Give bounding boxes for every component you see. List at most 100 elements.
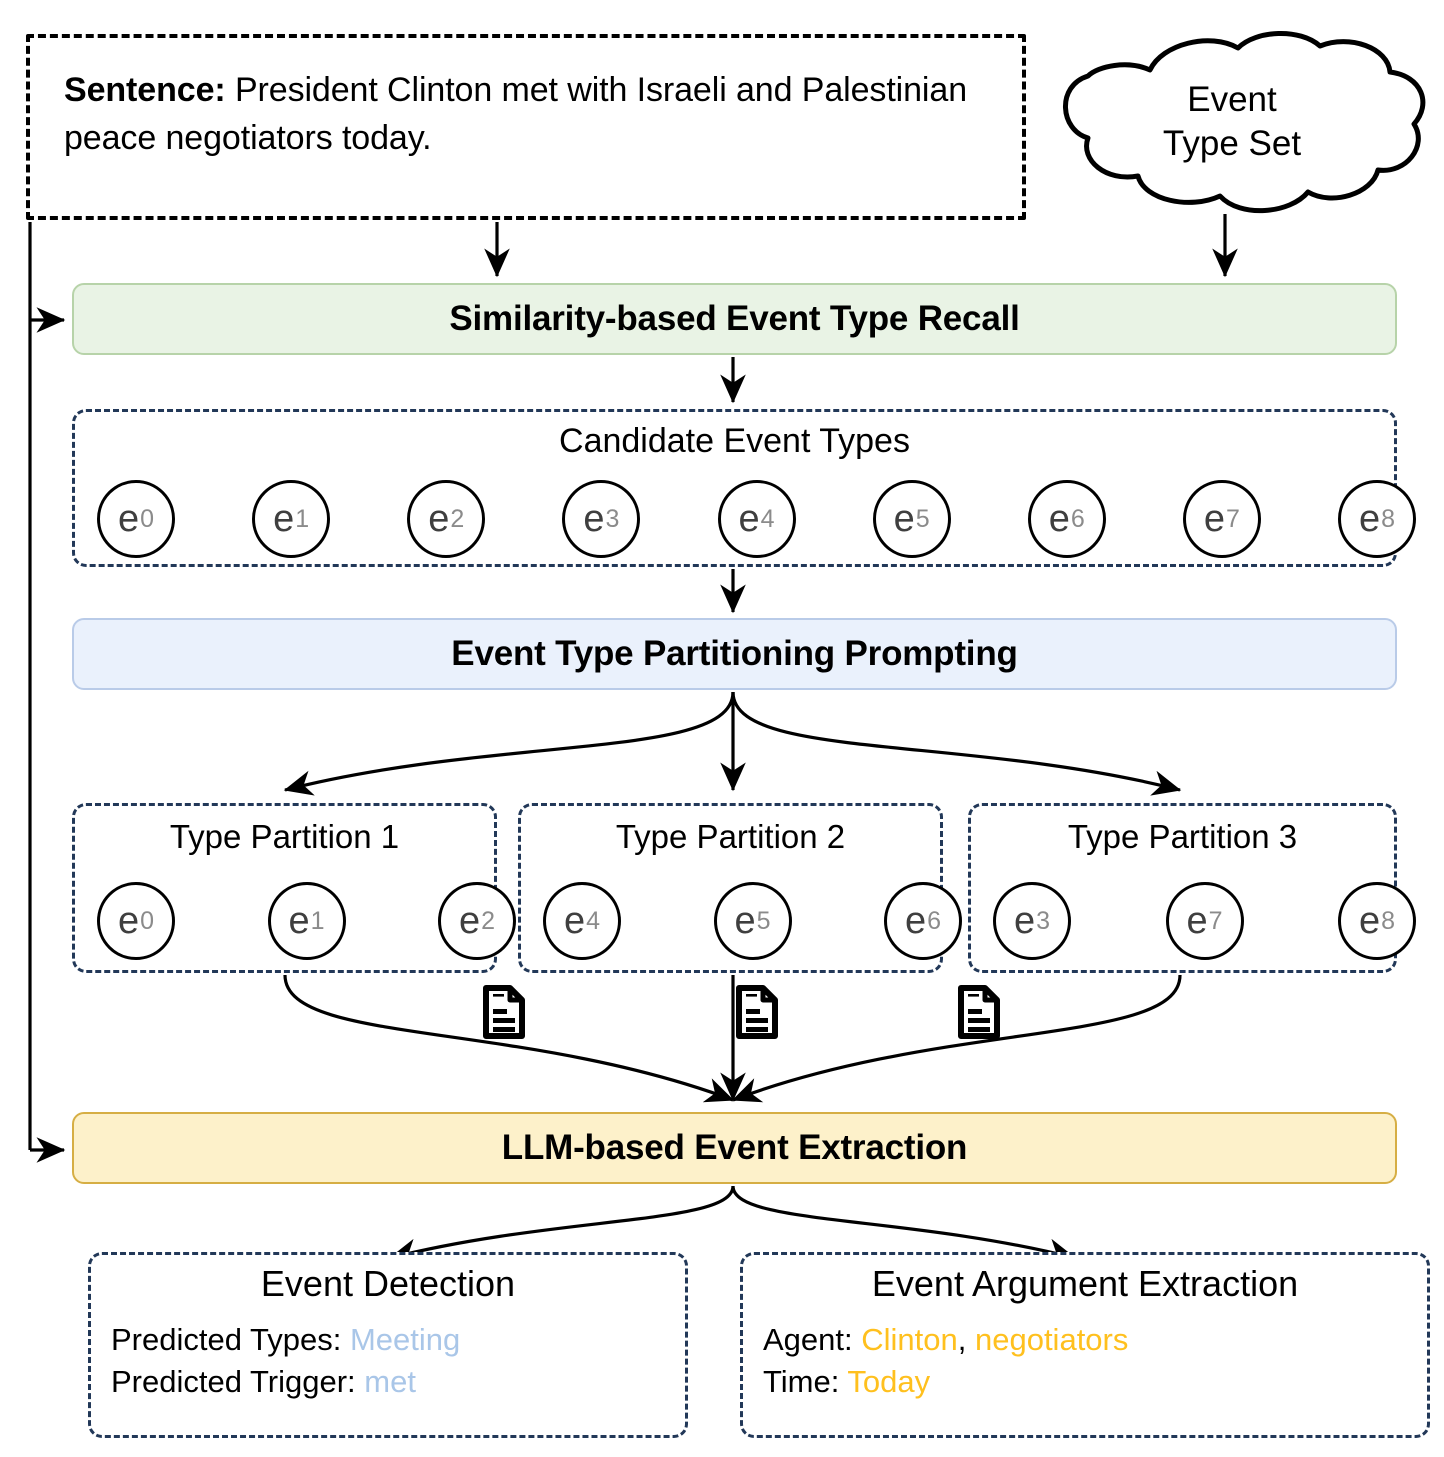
stage-llm-label: LLM-based Event Extraction xyxy=(501,1128,968,1167)
stage-similarity-based-event-type-recall[interactable]: Similarity-based Event Type Recall xyxy=(72,283,1397,355)
agent-separator: , xyxy=(957,1322,975,1357)
event-detection-title: Event Detection xyxy=(260,1263,516,1304)
event-type-index: 4 xyxy=(586,906,601,935)
event-type-index: 1 xyxy=(310,906,325,935)
event-argument-extraction-box: Event Argument Extraction Agent: Clinton… xyxy=(740,1252,1430,1438)
type-partition-3-title: Type Partition 3 xyxy=(1067,818,1298,855)
event-type-index: 4 xyxy=(760,504,775,533)
event-type-base: e xyxy=(458,899,481,942)
event-type-index: 6 xyxy=(927,906,942,935)
event-detection-rows: Predicted Types: Meeting Predicted Trigg… xyxy=(111,1319,675,1403)
type-partition-2-title: Type Partition 2 xyxy=(615,818,846,855)
predicted-trigger-row: Predicted Trigger: met xyxy=(111,1361,675,1403)
event-type-index: 0 xyxy=(140,504,155,533)
stage-partitioning-label: Event Type Partitioning Prompting xyxy=(451,634,1018,673)
event-type-index: 3 xyxy=(1036,906,1051,935)
document-icon xyxy=(957,985,1001,1039)
event-argument-extraction-title: Event Argument Extraction xyxy=(871,1263,1299,1304)
event-type-base: e xyxy=(1048,497,1070,540)
stage-llm-based-event-extraction[interactable]: LLM-based Event Extraction xyxy=(72,1112,1397,1184)
event-type-index: 2 xyxy=(481,906,496,935)
event-type-index: 8 xyxy=(1381,504,1396,533)
sentence-text: Sentence: President Clinton met with Isr… xyxy=(64,66,988,163)
event-type-base: e xyxy=(1013,899,1036,942)
event-type-base: e xyxy=(428,497,450,540)
event-type-base: e xyxy=(117,497,140,540)
event-type-index: 7 xyxy=(1225,504,1240,533)
agent-value-2: negotiators xyxy=(974,1322,1129,1357)
candidate-event-types-title: Candidate Event Types xyxy=(559,422,910,460)
input-sentence-box: Sentence: President Clinton met with Isr… xyxy=(26,34,1026,220)
event-detection-box: Event Detection Predicted Types: Meeting… xyxy=(88,1252,688,1438)
stage-recall-label: Similarity-based Event Type Recall xyxy=(449,299,1020,338)
event-type-index: 5 xyxy=(756,906,771,935)
event-type-base: e xyxy=(904,899,927,942)
predicted-trigger-label: Predicted Trigger: xyxy=(111,1364,365,1400)
event-type-base: e xyxy=(1358,899,1381,942)
cloud-shape xyxy=(1063,31,1426,214)
event-type-set-cloud: Event Type Set xyxy=(1032,28,1432,222)
stage-event-type-partitioning-prompting[interactable]: Event Type Partitioning Prompting xyxy=(72,618,1397,690)
event-type-base: e xyxy=(273,497,295,540)
event-type-index: 8 xyxy=(1381,906,1396,935)
agent-value-1: Clinton xyxy=(861,1322,958,1357)
event-type-base: e xyxy=(1186,899,1208,942)
event-type-index: 2 xyxy=(450,504,465,533)
event-type-index: 1 xyxy=(295,504,310,533)
predicted-types-row: Predicted Types: Meeting xyxy=(111,1319,675,1361)
event-argument-rows: Agent: Clinton, negotiators Time: Today xyxy=(763,1319,1417,1403)
agent-row: Agent: Clinton, negotiators xyxy=(763,1319,1417,1361)
agent-label: Agent: xyxy=(763,1322,862,1357)
time-value: Today xyxy=(847,1364,931,1400)
sentence-value: President Clinton met with Israeli and P… xyxy=(64,71,967,158)
event-type-base: e xyxy=(893,497,915,540)
event-type-base: e xyxy=(1358,497,1381,540)
event-type-base: e xyxy=(288,899,310,942)
event-type-index: 5 xyxy=(915,504,930,533)
document-icon xyxy=(482,985,526,1039)
predicted-trigger-value: met xyxy=(364,1364,416,1400)
event-type-base: e xyxy=(738,497,760,540)
sentence-label: Sentence: xyxy=(64,71,226,109)
cloud-label-line2: Type Set xyxy=(1162,124,1302,164)
predicted-types-value: Meeting xyxy=(349,1322,461,1357)
time-row: Time: Today xyxy=(763,1361,1417,1403)
event-type-base: e xyxy=(734,899,756,942)
time-label: Time: xyxy=(763,1364,848,1400)
cloud-label-line1: Event xyxy=(1187,80,1277,119)
event-type-base: e xyxy=(583,497,605,540)
document-icon xyxy=(735,985,779,1039)
event-type-index: 0 xyxy=(140,906,155,935)
event-type-base: e xyxy=(117,899,140,942)
event-type-index: 7 xyxy=(1208,906,1223,935)
event-type-index: 3 xyxy=(605,504,620,533)
type-partition-1-title: Type Partition 1 xyxy=(169,818,400,855)
event-type-base: e xyxy=(1203,497,1225,540)
